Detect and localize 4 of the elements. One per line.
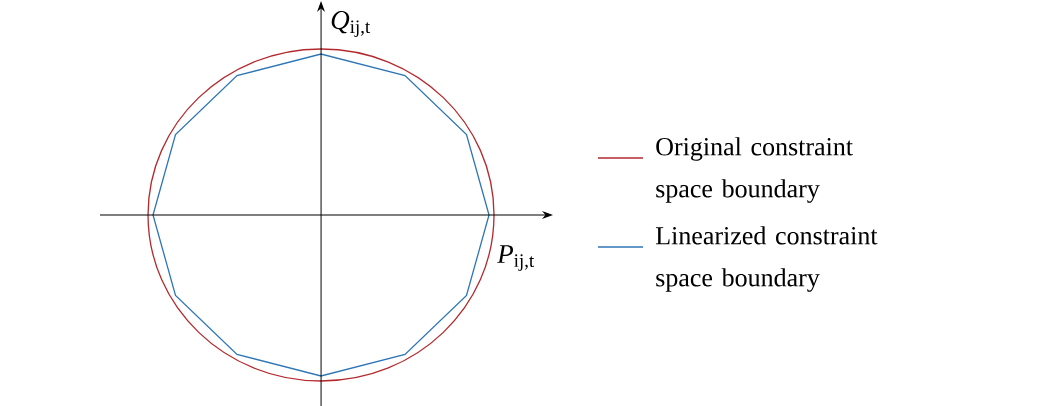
axis-label: P$_{ij,t}$ bbox=[497, 245, 535, 271]
axis-label: Q$_{ij,t}$ bbox=[331, 11, 371, 37]
legend-entry: Original constraint space boundary bbox=[597, 137, 853, 203]
legend-entry: Linearized constraint space boundary bbox=[597, 226, 878, 292]
